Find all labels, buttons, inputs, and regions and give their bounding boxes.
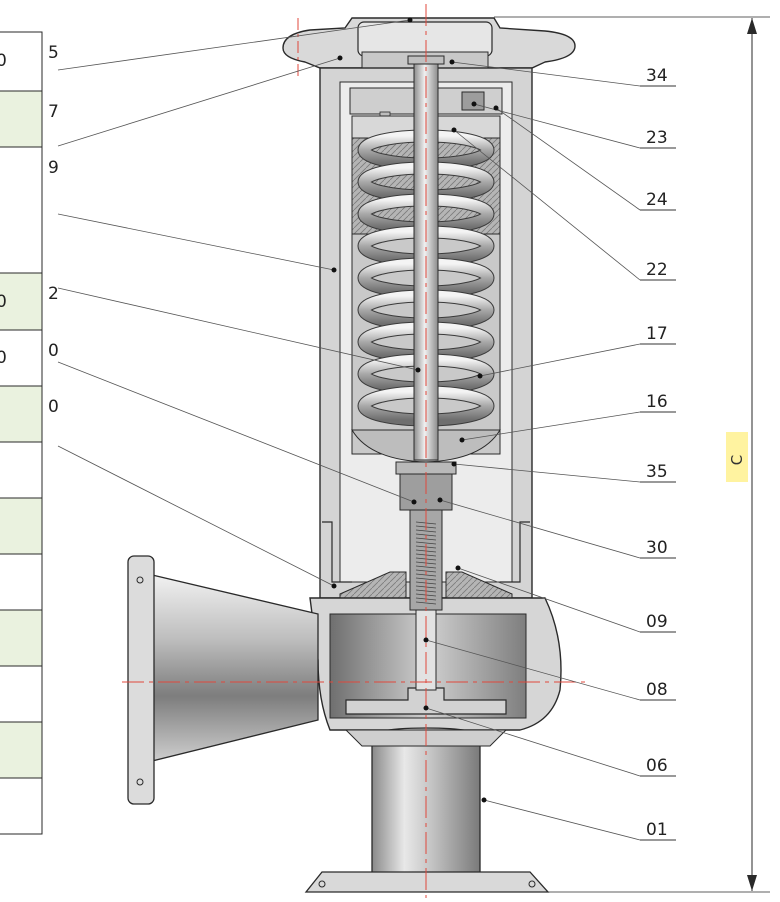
leader-dot: [331, 267, 337, 273]
leader-line: [461, 411, 641, 441]
leader-line: [57, 445, 335, 587]
leader-dot: [451, 461, 457, 467]
leader-line: [425, 639, 641, 701]
table-row: [0, 272, 43, 331]
leader-line: [473, 103, 641, 149]
leader-line: [453, 463, 641, 483]
table-row: [0, 721, 43, 779]
callout-label: 30: [646, 538, 668, 558]
leader-line: [57, 19, 411, 71]
leader-dot: [411, 499, 417, 505]
leader-dot: [451, 127, 457, 133]
callout-label: 24: [646, 190, 668, 210]
table-row: [0, 385, 43, 443]
callout-labels: 34 23 24 22 17 16 35 30 09 08 06 01: [646, 66, 668, 840]
valve-body-lower: [127, 555, 562, 893]
leader-dot: [407, 17, 413, 23]
thread-line: [415, 577, 437, 581]
table-cell-value: 0: [0, 348, 7, 368]
leader-dot: [471, 101, 477, 107]
leader-line: [451, 61, 641, 87]
dimension-height: C: [494, 16, 770, 893]
leader-line: [483, 799, 641, 841]
leader-dot: [493, 105, 499, 111]
callout-label: 23: [646, 128, 668, 148]
leader-dot: [477, 373, 483, 379]
table-row-number: 5: [48, 43, 59, 63]
thread-line: [415, 529, 437, 533]
table-row-number: 0: [48, 341, 59, 361]
leader-dot: [437, 497, 443, 503]
thread-line: [415, 541, 437, 545]
callout-label: 08: [646, 680, 668, 700]
callout-label: 34: [646, 66, 668, 86]
table-row: [0, 665, 43, 723]
leader-line: [57, 361, 415, 503]
table-row: [0, 31, 43, 92]
callout-label: 17: [646, 324, 668, 344]
table-row: [0, 146, 43, 274]
leader-line: [57, 287, 419, 371]
table-row: [0, 777, 43, 835]
table-row-number: 0: [48, 397, 59, 417]
leader-dot: [415, 367, 421, 373]
callout-label: 16: [646, 392, 668, 412]
leader-dot: [337, 55, 343, 61]
parts-table: 5 7 9 2 0 0 0 0 0: [0, 31, 59, 835]
table-cell-value: 0: [0, 51, 7, 71]
leader-dot: [455, 565, 461, 571]
table-row-number: 2: [48, 284, 59, 304]
dimension-label: C: [728, 455, 746, 465]
leader-line: [495, 107, 641, 211]
leader-line: [453, 129, 641, 281]
table-row: [0, 609, 43, 667]
leader-line: [57, 57, 341, 147]
table-row: [0, 329, 43, 387]
leader-dot: [423, 705, 429, 711]
table-cell-value: 0: [0, 292, 7, 312]
callout-label: 01: [646, 820, 668, 840]
table-row-number: 9: [48, 158, 59, 178]
table-row: [0, 497, 43, 555]
leader-dot: [481, 797, 487, 803]
leader-line: [479, 343, 641, 377]
table-row: [0, 441, 43, 499]
leader-line: [439, 499, 641, 559]
thread-line: [415, 565, 437, 569]
leader-dot: [331, 583, 337, 589]
thread-line: [415, 601, 437, 605]
callout-label: 06: [646, 756, 668, 776]
leader-lines: [57, 17, 676, 841]
table-row-number: 7: [48, 102, 59, 122]
callout-label: 22: [646, 260, 668, 280]
centerlines: [122, 4, 588, 898]
leader-dot: [459, 437, 465, 443]
leader-line: [425, 707, 641, 777]
leader-line: [57, 213, 335, 271]
leader-line: [457, 567, 641, 633]
leader-dot: [423, 637, 429, 643]
callout-label: 35: [646, 462, 668, 482]
table-row: [0, 553, 43, 611]
table-row: [0, 90, 43, 148]
leader-dot: [449, 59, 455, 65]
callout-label: 09: [646, 612, 668, 632]
